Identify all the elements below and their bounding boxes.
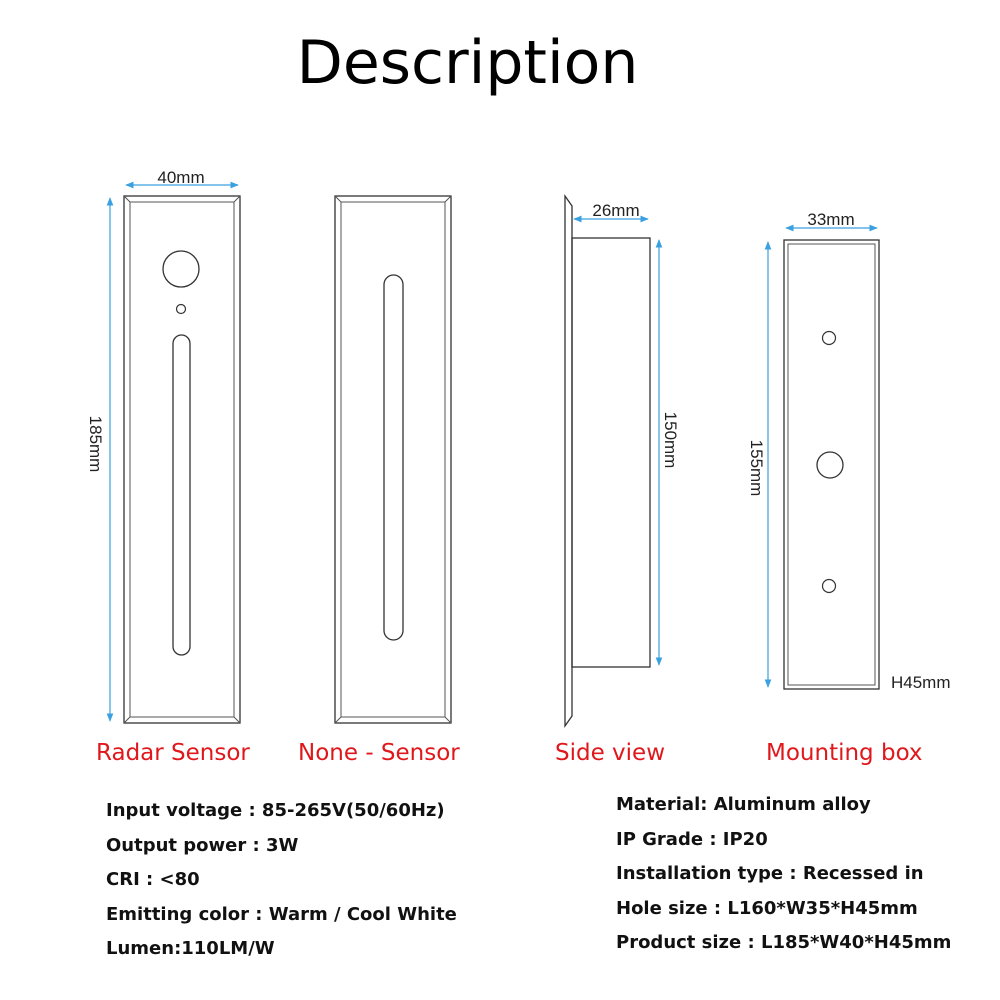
radar-width-label: 40mm (157, 168, 204, 187)
mounting-box-drawing (783, 239, 880, 690)
side-height-label: 150mm (661, 412, 680, 469)
side-depth-label: 26mm (592, 201, 639, 220)
cable-hole-icon (816, 451, 844, 479)
spec-hole-size: Hole size : L160*W35*H45mm (616, 897, 918, 919)
spec-output-power: Output power : 3W (106, 834, 299, 856)
caption-mounting-box: Mounting box (766, 740, 923, 766)
radar-sensor-drawing (123, 195, 241, 724)
spec-ip-grade: IP Grade : IP20 (616, 828, 768, 850)
screw-hole-icon (821, 330, 837, 346)
page-title: Description (296, 28, 639, 98)
spec-input-voltage: Input voltage : 85-265V(50/60Hz) (106, 800, 445, 821)
box-width-label: 33mm (807, 210, 854, 229)
radar-height-label: 185mm (86, 416, 105, 473)
specs-right: Material: Aluminum alloy IP Grade : IP20… (616, 788, 951, 961)
spec-installation-type: Installation type : Recessed in (616, 863, 924, 884)
radar-sensor-lens-icon (162, 250, 200, 288)
specs-left: Input voltage : 85-265V(50/60Hz) Output … (106, 794, 457, 967)
caption-radar-sensor: Radar Sensor (96, 740, 250, 766)
spec-material: Material: Aluminum alloy (616, 794, 871, 815)
light-slot (172, 334, 191, 656)
box-depth-label: H45mm (891, 673, 951, 692)
none-sensor-drawing (334, 195, 452, 724)
indicator-dot-icon (175, 303, 187, 315)
box-height-label: 155mm (747, 440, 766, 497)
spec-emitting-color: Emitting color : Warm / Cool White (106, 903, 457, 925)
spec-cri: CRI : <80 (106, 869, 200, 890)
screw-hole-icon (821, 578, 837, 594)
caption-side-view: Side view (555, 740, 666, 766)
spec-lumen: Lumen:110LM/W (106, 938, 275, 959)
caption-none-sensor: None - Sensor (298, 740, 460, 766)
spec-product-size: Product size : L185*W40*H45mm (616, 932, 952, 953)
side-view-drawing (564, 193, 651, 729)
light-slot (383, 274, 404, 641)
